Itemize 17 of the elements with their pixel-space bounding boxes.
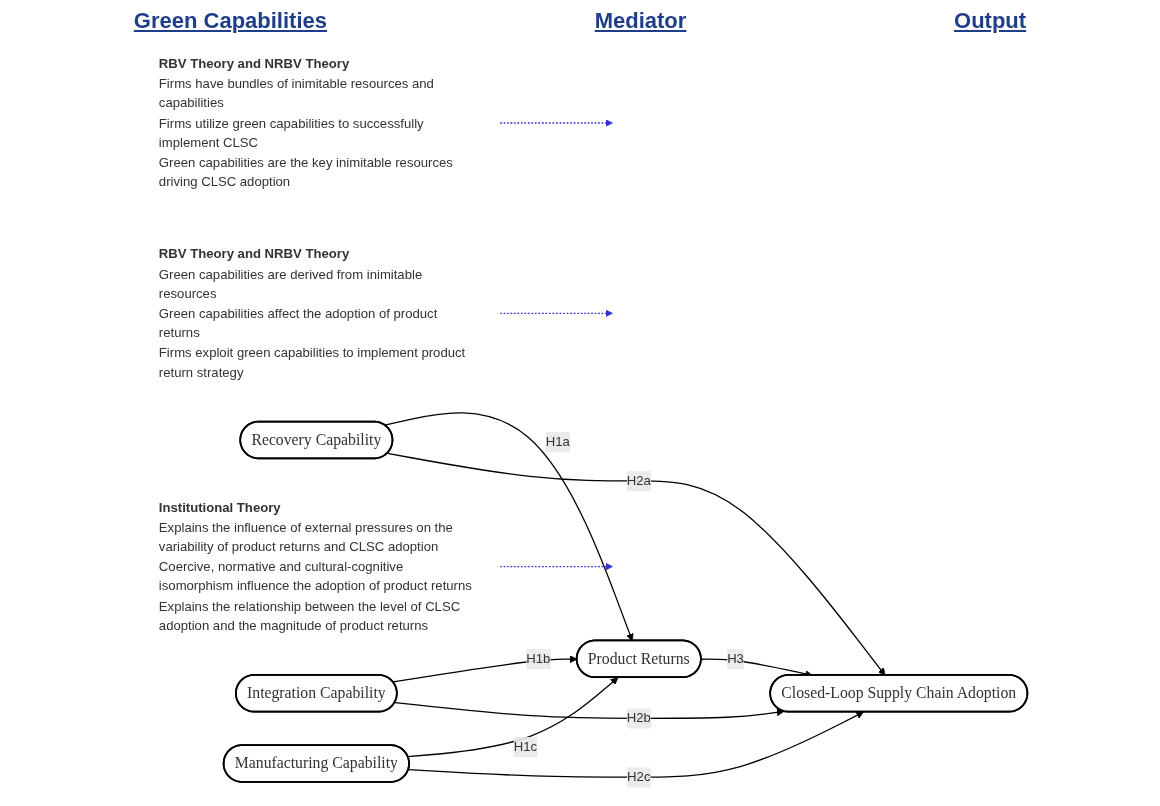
dashed-arrow (499, 309, 613, 318)
column-heading: Mediator (594, 8, 687, 34)
theory-note: RBV Theory and NRBV Theory Green capabilities are derived from inimitable resources Green capabilities affect the adoption of product returns Firms exploit green capabilities to implement product return strategy (132, 231, 501, 396)
construct-ellipse: Recovery Capability (239, 420, 394, 460)
arrow (386, 452, 886, 676)
construct-ellipse: Manufacturing Capability (222, 744, 410, 783)
theory-note: Institutional Theory Explains the influence of external pressures on the variability of product returns and CLSC adoption Coercive, normative and cultural-cognitive isomorphism influence the adoption of product returns Explains the relationship between the level of CLSC adoption and the magnitude of product returns (132, 484, 501, 649)
arrow (394, 701, 785, 719)
arrow (407, 711, 864, 778)
construct-ellipse: Closed-Loop Supply Chain Adoption (769, 674, 1029, 713)
arrow (407, 677, 619, 758)
column-heading: Green Capabilities (133, 8, 327, 34)
construct-ellipse: Product Returns (575, 639, 702, 679)
column-heading: Output (954, 8, 1027, 34)
construct-ellipse: Integration Capability (235, 674, 398, 713)
arrow (384, 412, 634, 642)
dashed-arrow (499, 562, 613, 571)
